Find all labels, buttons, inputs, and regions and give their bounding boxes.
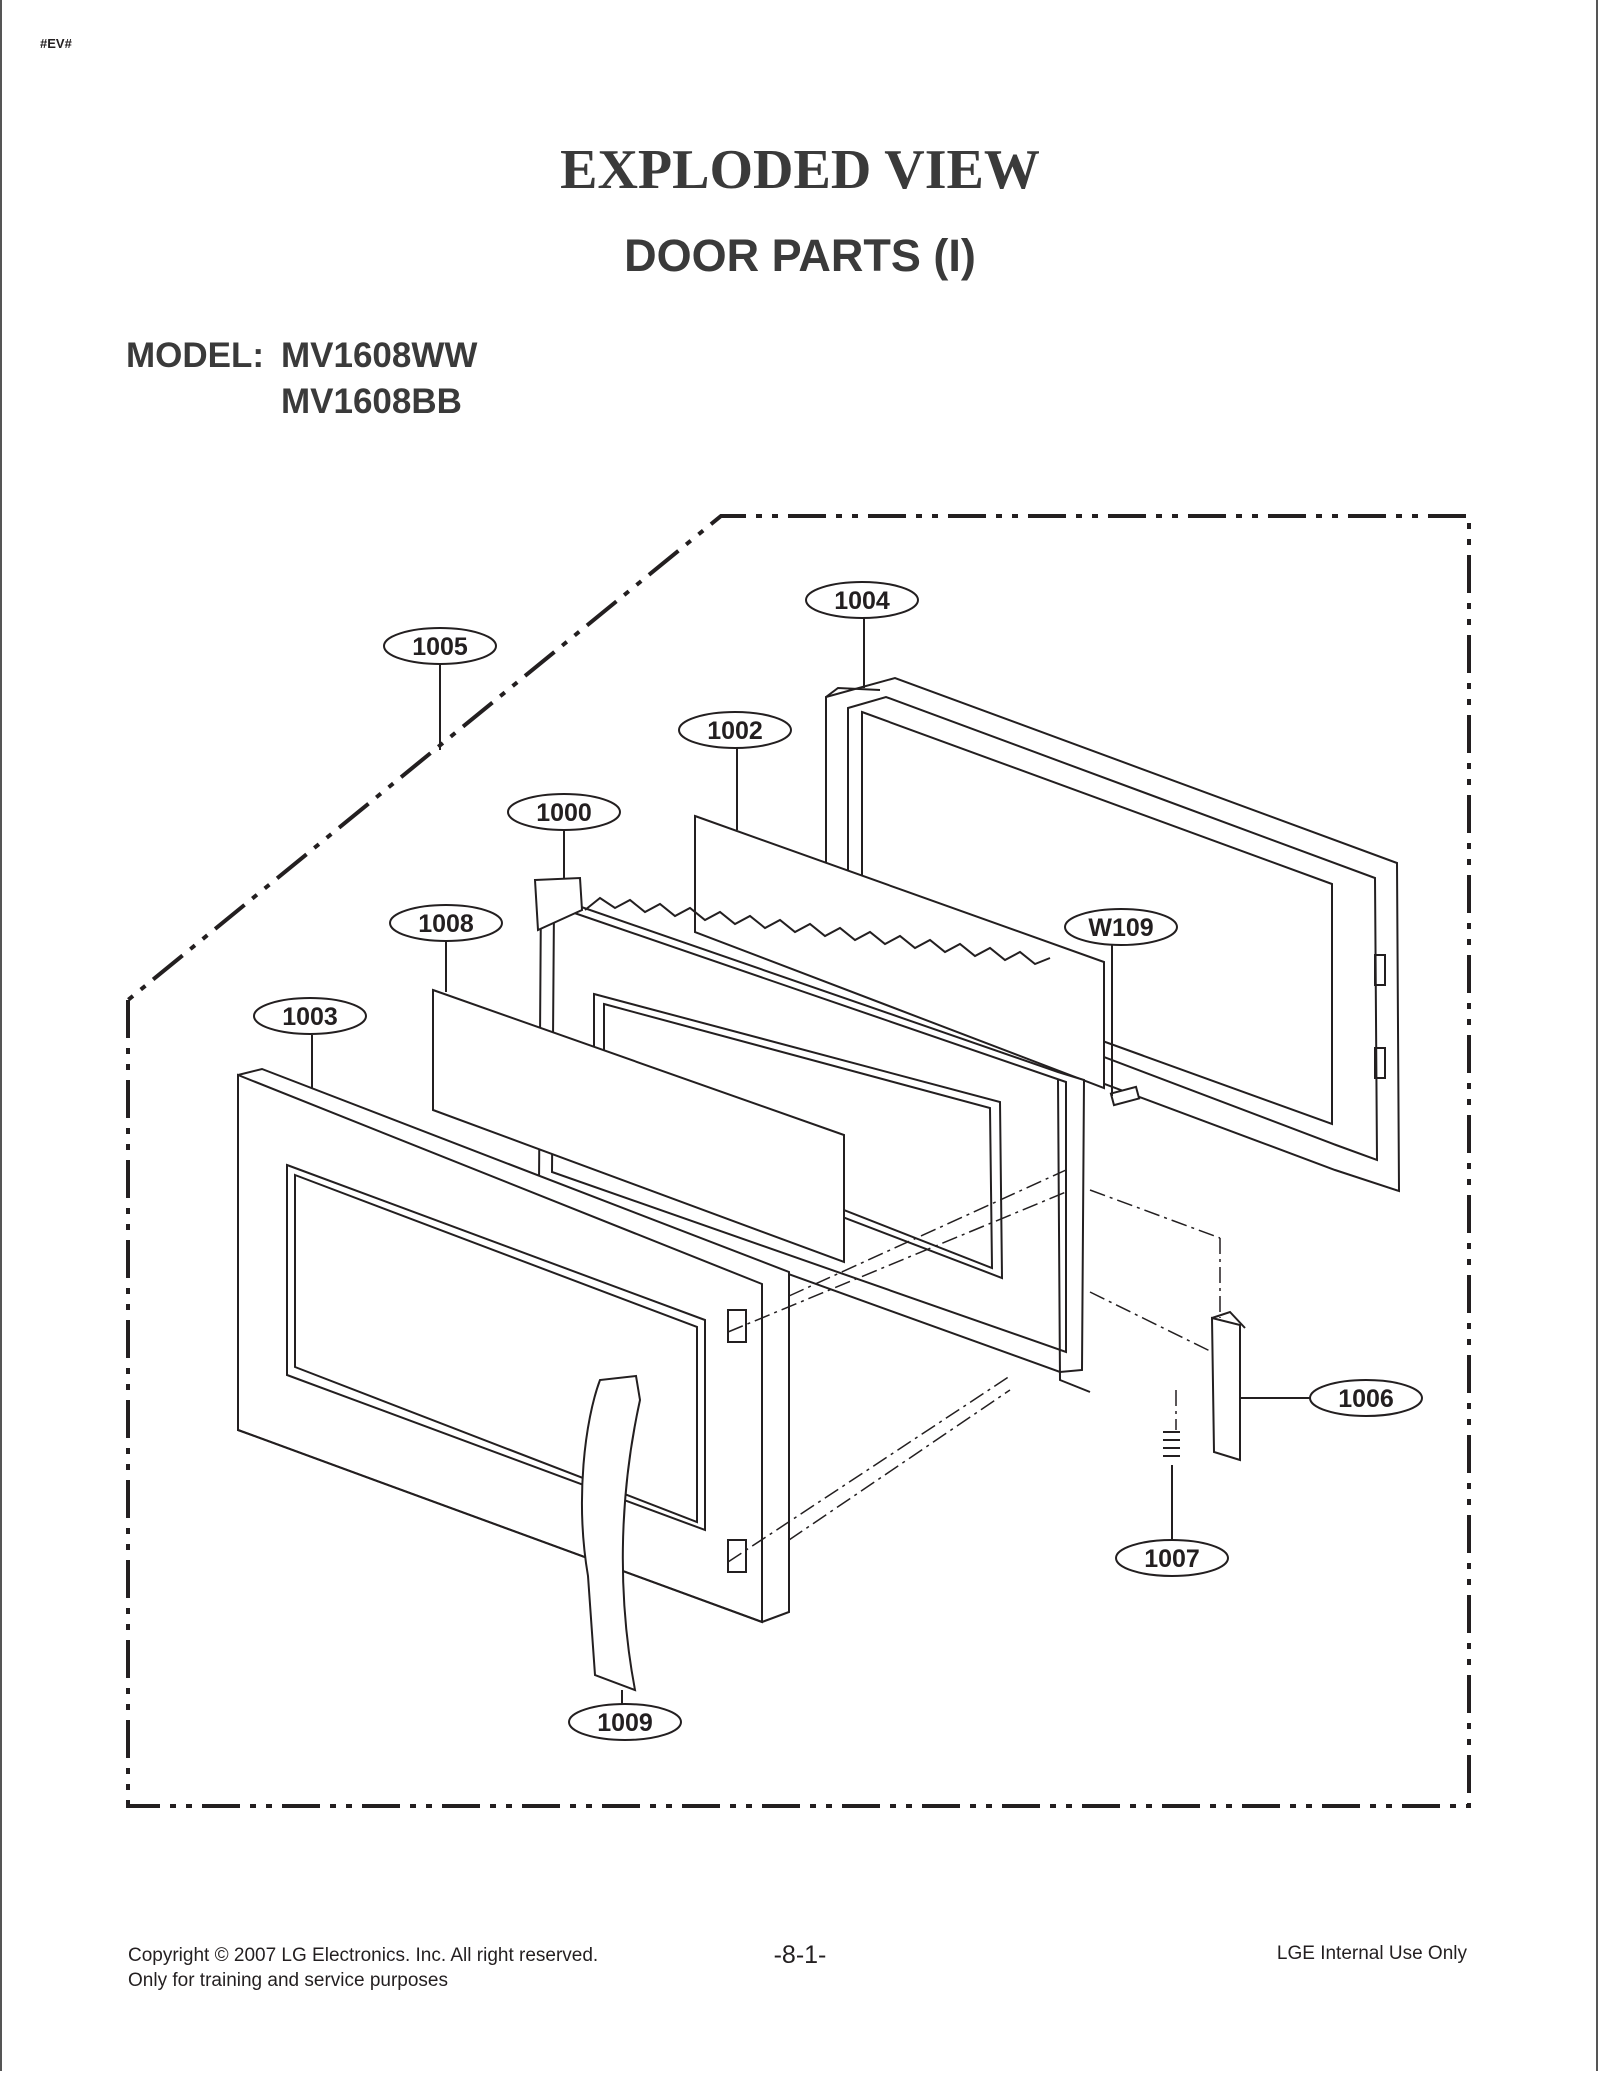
footer-internal-use: LGE Internal Use Only xyxy=(1276,1943,1467,1964)
model-label: MODEL: xyxy=(126,336,265,375)
callout-label: 1005 xyxy=(412,633,468,661)
page-subtitle: DOOR PARTS (I) xyxy=(624,230,976,281)
assembly-lines xyxy=(727,1169,1221,1563)
document-code: #EV# xyxy=(40,36,72,51)
callout-label: W109 xyxy=(1088,914,1153,942)
callout-1003: 1003 xyxy=(253,997,367,1035)
callout-label: 1000 xyxy=(536,799,592,827)
callout-label: 1007 xyxy=(1144,1545,1200,1573)
footer-copyright: Copyright © 2007 LG Electronics. Inc. Al… xyxy=(128,1945,599,1966)
callout-label: 1003 xyxy=(282,1003,338,1031)
footer-purpose: Only for training and service purposes xyxy=(128,1970,448,1991)
callout-1008: 1008 xyxy=(389,904,503,942)
leader-lines xyxy=(311,617,1310,1706)
callout-1000: 1000 xyxy=(507,793,621,831)
callout-label: 1004 xyxy=(834,587,890,615)
model-number: MV1608BB xyxy=(281,382,462,421)
screw xyxy=(1109,1085,1141,1107)
callout-1005: 1005 xyxy=(383,627,497,665)
door-front xyxy=(237,1067,790,1624)
callout-label: 1006 xyxy=(1338,1385,1394,1413)
door-glass xyxy=(432,988,845,1264)
footer-copyright-block: Copyright © 2007 LG Electronics. Inc. Al… xyxy=(128,1943,598,1993)
page-number: -8-1- xyxy=(773,1941,827,1969)
boundary-outline xyxy=(126,514,1471,1808)
callout-label: 1008 xyxy=(418,910,474,938)
latch-spring xyxy=(1163,1431,1180,1457)
callout-1009: 1009 xyxy=(568,1703,682,1741)
model-number: MV1608WW xyxy=(281,336,478,375)
callout-1002: 1002 xyxy=(678,711,792,749)
door-handle xyxy=(581,1374,642,1692)
page-title: EXPLODED VIEW xyxy=(560,139,1040,201)
door-plate xyxy=(694,814,1105,1090)
door-latch xyxy=(1210,1310,1246,1462)
callout-W109: W109 xyxy=(1064,908,1178,946)
callout-1007: 1007 xyxy=(1115,1539,1229,1577)
callout-1004: 1004 xyxy=(805,581,919,619)
callout-label: 1002 xyxy=(707,717,763,745)
callout-label: 1009 xyxy=(597,1709,653,1737)
callout-1006: 1006 xyxy=(1309,1379,1423,1417)
